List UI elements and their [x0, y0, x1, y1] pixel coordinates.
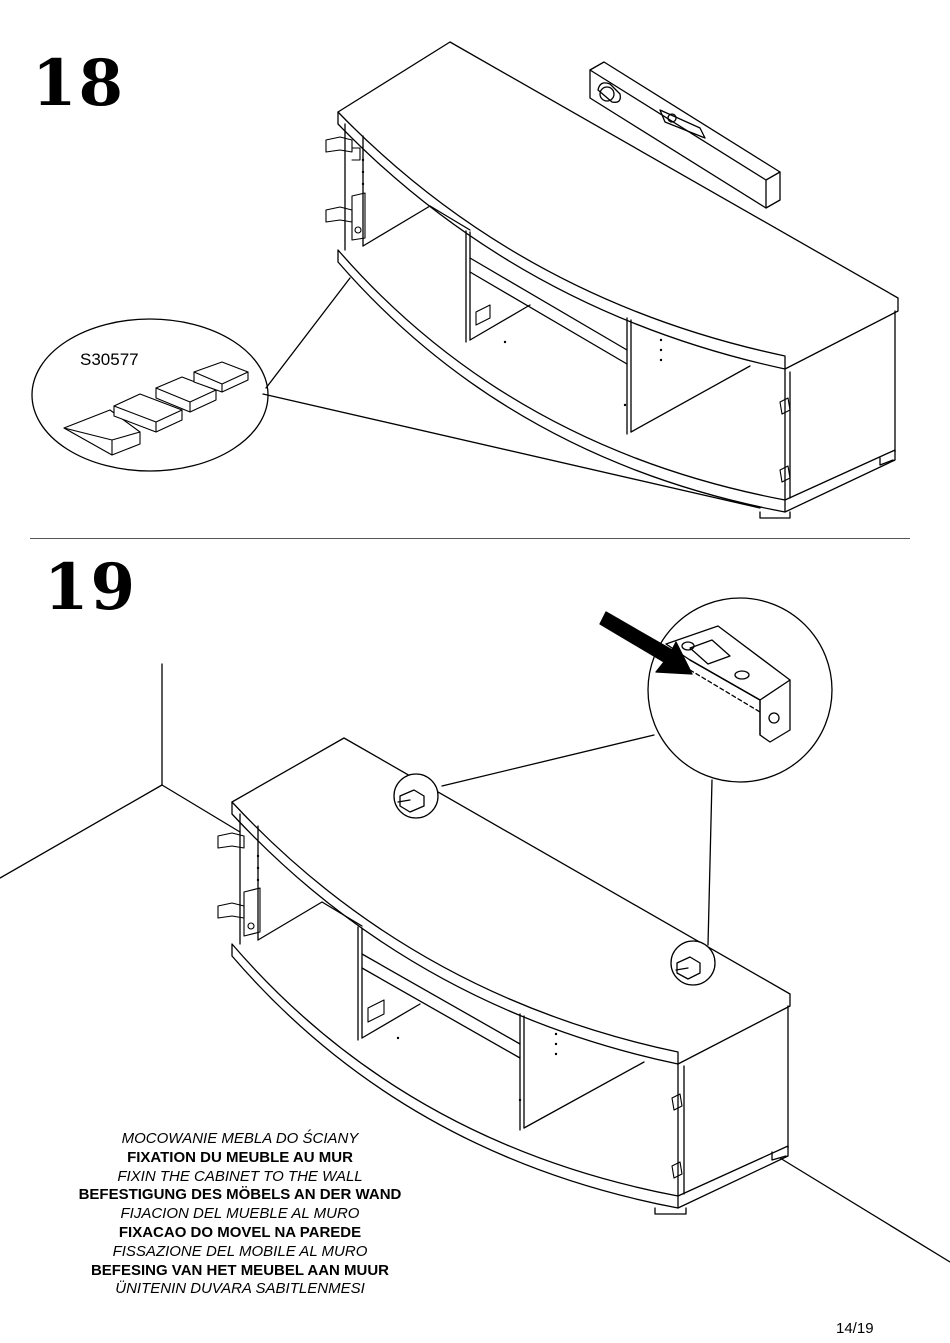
caption-french: FIXATION DU MEUBLE AU MUR: [127, 1148, 353, 1166]
spirit-level-icon: [590, 62, 780, 208]
caption-german: BEFESTIGUNG DES MÖBELS AN DER WAND: [78, 1186, 402, 1204]
caption-spanish: FIJACION DEL MUEBLE AL MURO: [120, 1205, 360, 1223]
caption-italian: FISSAZIONE DEL MOBILE AL MURO: [112, 1242, 368, 1260]
caption-polish: MOCOWANIE MEBLA DO ŚCIANY: [121, 1130, 359, 1147]
caption-dutch: BEFESING VAN HET MEUBEL AAN MUUR: [90, 1261, 390, 1279]
tv-cabinet-step19-illustration: [218, 738, 790, 1214]
caption-turkish: ÜNITENIN DUVARA SABITLENMESI: [115, 1280, 365, 1298]
tv-cabinet-step18-illustration: [326, 42, 898, 518]
direction-arrow-icon: [600, 612, 692, 674]
caption-english: FIXIN THE CABINET TO THE WALL: [117, 1167, 363, 1185]
step-number-19: 19: [44, 550, 138, 625]
section-divider: [30, 538, 910, 539]
wedge-pads-callout: [32, 278, 760, 508]
wall-bracket-detail-callout: [442, 598, 832, 945]
part-code-label: S30577: [80, 350, 139, 369]
caption-list: MOCOWANIE MEBLA DO ŚCIANY FIXATION DU ME…: [60, 1130, 420, 1299]
page-number: 14/19: [836, 1320, 874, 1337]
caption-portuguese: FIXACAO DO MOVEL NA PAREDE: [118, 1223, 362, 1241]
step-number-18: 18: [32, 46, 126, 121]
wall-corner-lines: [0, 664, 950, 1262]
